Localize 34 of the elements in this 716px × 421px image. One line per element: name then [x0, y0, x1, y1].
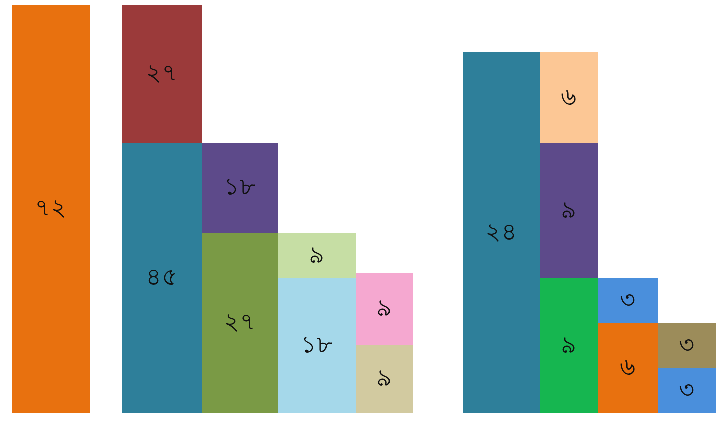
number-label: ৬ — [561, 82, 577, 112]
number-label: ৪৫ — [146, 262, 178, 293]
color-block — [202, 233, 278, 413]
color-block — [658, 368, 716, 413]
color-block — [598, 323, 658, 413]
color-block — [598, 278, 658, 323]
color-block — [658, 323, 716, 368]
color-block — [356, 345, 413, 413]
number-label: ৬ — [620, 352, 636, 383]
number-label: ৭২ — [35, 193, 67, 224]
number-label: ৯ — [309, 240, 325, 270]
number-label: ২৭ — [224, 307, 256, 338]
color-block — [202, 143, 278, 233]
number-label: ৩ — [679, 374, 695, 406]
color-block — [356, 273, 413, 345]
number-label: ৩ — [620, 284, 636, 316]
number-label: ৯ — [376, 293, 392, 324]
color-block — [122, 5, 202, 143]
number-label: ১৮ — [301, 330, 333, 360]
number-label: ২৭ — [146, 58, 178, 89]
color-block — [463, 52, 540, 413]
color-block — [278, 233, 356, 278]
number-label: ৩ — [679, 330, 695, 360]
color-block — [540, 143, 598, 278]
color-block — [12, 5, 90, 413]
color-block — [540, 278, 598, 413]
number-label: ২৪ — [486, 216, 518, 248]
number-label: ৯ — [376, 363, 392, 394]
color-block — [278, 278, 356, 413]
number-label: ৯ — [561, 194, 577, 226]
number-label: ৯ — [561, 330, 577, 360]
color-block — [540, 52, 598, 143]
color-block — [122, 143, 202, 413]
number-label: ১৮ — [224, 172, 256, 203]
